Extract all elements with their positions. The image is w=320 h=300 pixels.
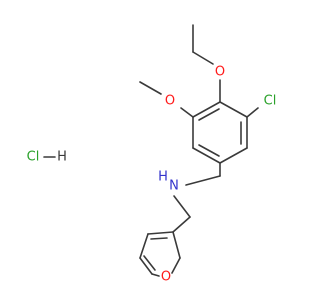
ring-bond — [192, 101, 221, 118]
atom-nitrogen-amine: N — [169, 179, 179, 194]
bond-o-ch2 — [192, 51, 214, 65]
furan-bond — [171, 257, 181, 274]
salt-hydrogen: H — [57, 150, 67, 165]
furan-double-bond — [143, 255, 156, 271]
molecule-diagram: Cl O O H N O Cl — [27, 24, 277, 285]
ring-double-bond — [198, 144, 220, 157]
bond-c-o-methoxy — [180, 107, 194, 118]
ring-double-bond — [198, 108, 220, 121]
bond-o-ch3 — [139, 81, 162, 95]
furan-bond — [139, 233, 149, 259]
atom-oxygen-ethoxy: O — [215, 65, 225, 80]
atom-chlorine: Cl — [264, 94, 277, 109]
ring-bond — [219, 101, 248, 118]
atom-oxygen-methoxy: O — [165, 94, 175, 109]
bond-ch2-n — [185, 175, 221, 186]
furan-bond — [172, 231, 181, 259]
ring-bond — [192, 147, 221, 164]
atom-hydrogen-amine: H — [158, 170, 168, 185]
furan-bond — [139, 257, 153, 275]
bond-c-cl — [246, 107, 259, 118]
salt-chlorine: Cl — [27, 150, 40, 165]
bond-ch2-furan — [172, 216, 191, 233]
benzene-ring — [192, 101, 248, 164]
furan-bond — [147, 231, 174, 235]
ring-bond — [219, 147, 248, 164]
furan-double-bond — [150, 237, 168, 240]
furan-bond — [151, 273, 160, 277]
structure-canvas: Cl O O H N O Cl — [27, 24, 277, 285]
bond-n-ch2 — [173, 195, 191, 218]
atom-oxygen-furan: O — [161, 270, 171, 285]
furan-ring — [139, 231, 181, 277]
